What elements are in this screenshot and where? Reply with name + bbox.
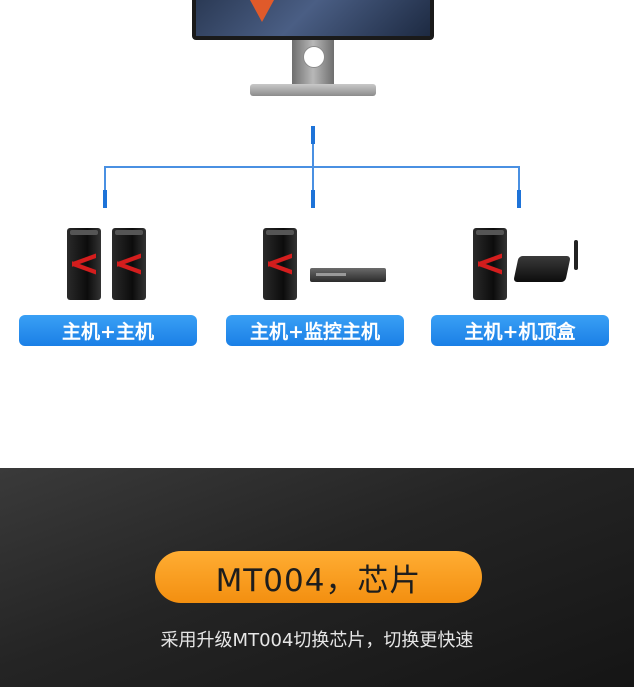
monitor-stand [292, 40, 334, 88]
pc-tower-icon [112, 228, 146, 300]
pc-tower-icon [473, 228, 507, 300]
chip-feature-section: MT004，芯片 采用升级MT004切换芯片，切换更快速 [0, 468, 634, 687]
branch-drop-right [518, 166, 520, 190]
scenario-label-host-settopbox: 主机+机顶盒 [431, 315, 609, 346]
connector-center [311, 190, 315, 208]
connector-left [103, 190, 107, 208]
monitor-base [250, 84, 376, 96]
monitor-screen [192, 0, 434, 40]
surveillance-host-icon [310, 268, 386, 282]
scenario-label-host-host: 主机+主机 [19, 315, 197, 346]
pc-tower-icon [67, 228, 101, 300]
wallpaper-mountain [250, 0, 274, 22]
set-top-box-icon [513, 256, 571, 282]
pc-tower-icon [263, 228, 297, 300]
set-top-box-antenna [574, 240, 578, 270]
monitor-connector [311, 126, 315, 144]
feature-subtitle: 采用升级MT004切换芯片，切换更快速 [160, 630, 474, 651]
chip-badge: MT004，芯片 [155, 551, 482, 603]
branch-drop-left [104, 166, 106, 190]
monitor-stand-hole [303, 46, 325, 68]
scenario-label-host-surveillance: 主机+监控主机 [226, 315, 404, 346]
diagram-section: 主机+主机 主机+监控主机 主机+机顶盒 [19, 0, 609, 346]
branch-drop-center [312, 166, 314, 190]
trunk-line [312, 144, 314, 166]
monitor-wallpaper [196, 0, 430, 36]
connector-right [517, 190, 521, 208]
